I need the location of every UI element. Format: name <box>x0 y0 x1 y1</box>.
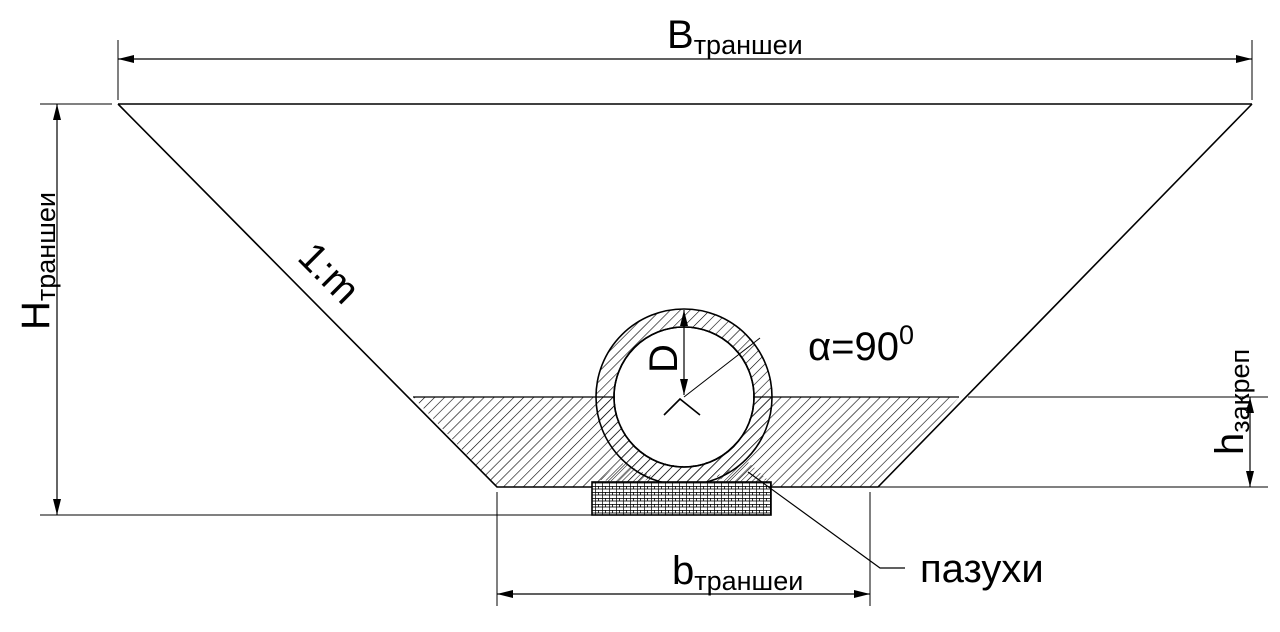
trench-height-label: Hтраншеи <box>14 192 61 330</box>
support-angle-label: α=900 <box>808 320 914 369</box>
diameter-label: D <box>642 344 686 373</box>
top-width-label: Bтраншеи <box>667 13 803 60</box>
angle-leader-line <box>683 337 761 398</box>
sinus-label: пазухи <box>920 547 1044 591</box>
sinus-leader-line <box>747 471 905 569</box>
fill-height-label: hзакреп <box>1208 349 1255 455</box>
bottom-width-label: bтраншеи <box>672 549 803 596</box>
bedding-block <box>591 481 772 516</box>
support-angle-symbol <box>663 397 701 416</box>
slope-label: 1:m <box>290 234 368 312</box>
sinus-fill-left <box>600 462 652 484</box>
sinus-fill-right <box>716 462 768 484</box>
